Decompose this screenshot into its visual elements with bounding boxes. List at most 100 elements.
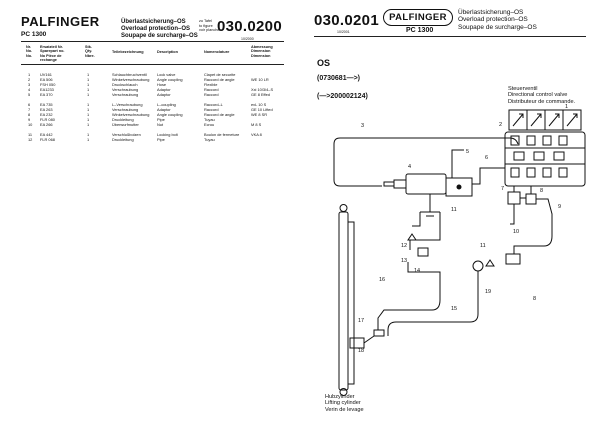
label-17: 17 xyxy=(358,318,364,324)
cell-fr: Ecrou xyxy=(204,121,215,127)
fitting-19 xyxy=(485,259,495,267)
cell-pos: 9 xyxy=(28,116,31,122)
cell-pos: 6 xyxy=(28,102,31,107)
cell-en: Adaptor xyxy=(157,106,171,112)
cell-qty: 1 xyxy=(87,111,90,117)
cell-fr: Tuyau xyxy=(204,136,215,142)
cell-pos: 3 xyxy=(28,81,31,87)
component-labels: 1 2 3 4 5 6 7 8 9 10 11 12 13 14 15 16 1… xyxy=(358,104,568,354)
cell-fr: Raccord–L xyxy=(204,102,223,107)
cell-part: EA 232 xyxy=(40,111,53,117)
brand-logo: PALFINGER xyxy=(21,14,100,29)
label-11b: 11 xyxy=(480,243,486,249)
cell-dim: WE 8 SR xyxy=(251,111,267,117)
cell-de: Winkelverschraubung xyxy=(112,111,150,117)
cell-en: Nut xyxy=(157,121,164,127)
label-4: 4 xyxy=(408,164,411,170)
cell-de: Verschraubung xyxy=(112,91,139,97)
coupling-7 xyxy=(507,186,537,205)
cell-qty: 1 xyxy=(87,106,90,112)
col-header-part: Ersatzteil Nr. Sparepart no. No Pièce de… xyxy=(40,45,65,62)
cell-en: Lock valve xyxy=(157,72,176,77)
label-7: 7 xyxy=(501,186,504,192)
document-date: 10/2000 xyxy=(241,37,254,41)
label-13: 13 xyxy=(401,258,407,264)
pipe-9 xyxy=(513,198,553,254)
cell-fr: Boulon de fermeture xyxy=(204,132,240,137)
figure-note: zu Tafel to figure voir planche xyxy=(199,19,220,33)
cell-qty: 1 xyxy=(87,121,90,127)
col-header-en: Description xyxy=(157,50,178,54)
label-3: 3 xyxy=(361,123,364,129)
lifting-cylinder-caption: Hubzylinder Lifting cylinder Verin de le… xyxy=(325,394,364,413)
line-10 xyxy=(510,204,515,225)
cell-pos: 5 xyxy=(28,91,31,97)
col-header-fr: Nomenclature xyxy=(204,50,230,54)
cell-en: Pipe xyxy=(157,116,165,122)
cell-dim: M 8 S xyxy=(251,121,262,127)
fitting-17 xyxy=(373,329,385,337)
cell-pos: 11 xyxy=(28,132,33,137)
cell-fr: Raccord de angle xyxy=(204,111,235,117)
fitting-13 xyxy=(417,247,429,257)
cell-pos: 2 xyxy=(28,76,31,82)
os-label: OS xyxy=(317,58,331,68)
cell-de: Überwurfmutter xyxy=(112,121,139,127)
cell-part: FSH 050 xyxy=(40,81,56,87)
label-18: 18 xyxy=(358,348,364,354)
label-8b: 8 xyxy=(533,296,536,302)
cell-en: Angle coupling xyxy=(157,76,183,82)
cell-qty: 1 xyxy=(87,136,90,142)
cell-part: FLR 080 xyxy=(40,116,55,122)
cell-dim: VKA 8 xyxy=(251,132,262,137)
model-label: PC 1300 xyxy=(406,27,434,34)
parts-list-page: PALFINGER PC 1300 Überlastsicherung–OS O… xyxy=(21,14,284,142)
divider xyxy=(314,36,586,37)
label-19: 19 xyxy=(485,289,491,295)
label-6: 6 xyxy=(485,155,488,161)
col-header-dim: Abmessung Dimension Dimension xyxy=(251,45,273,58)
cell-en: Hose xyxy=(157,81,167,87)
label-10: 10 xyxy=(513,229,519,235)
cell-fr: Raccord xyxy=(204,91,219,97)
cell-de: Verschraubung xyxy=(112,106,139,112)
cell-qty: 1 xyxy=(87,132,90,137)
cell-qty: 1 xyxy=(87,116,90,122)
label-12: 12 xyxy=(401,243,407,249)
cell-dim: WE 10 LR xyxy=(251,76,269,82)
cell-part: EA 442 xyxy=(40,132,53,137)
label-16: 16 xyxy=(379,277,385,283)
divider xyxy=(21,41,284,42)
document-number: 030.0200 xyxy=(217,18,282,35)
lifting-cylinder-drawing xyxy=(338,204,375,396)
document-number: 030.0201 xyxy=(314,12,379,29)
cell-fr: Tuyau xyxy=(204,116,215,122)
title-de: Überlastsicherung–OS xyxy=(121,19,186,25)
cell-fr: Raccord xyxy=(204,106,219,112)
label-15: 15 xyxy=(451,306,457,312)
cell-pos: 1 xyxy=(28,72,31,77)
cell-qty: 1 xyxy=(87,76,90,82)
cell-part: EA 735 xyxy=(40,102,53,107)
label-11: 11 xyxy=(451,207,457,213)
col-header-de: Teilebezeichnung xyxy=(112,50,144,54)
label-8: 8 xyxy=(540,188,543,194)
cell-en: Locking bolt xyxy=(157,132,178,137)
title-fr: Soupape de surcharge–OS xyxy=(121,33,198,39)
label-2: 2 xyxy=(499,122,502,128)
cell-part: EA 263 xyxy=(40,106,53,112)
label-9: 9 xyxy=(558,204,561,210)
cell-qty: 1 xyxy=(87,81,90,87)
cell-dim: Xxi 10/3/4–S xyxy=(251,86,274,92)
cell-part: EA 370 xyxy=(40,91,53,97)
serial-range-to: (—>200002124) xyxy=(317,93,368,100)
pipe-15 xyxy=(387,278,479,336)
label-1: 1 xyxy=(565,104,568,110)
title-en: Overload protection–OS xyxy=(458,16,528,24)
title-block: Überlastsicherung–OS Overload protection… xyxy=(458,9,537,31)
cell-part: EA 506 xyxy=(40,76,53,82)
title-fr: Soupape de surcharge–OS xyxy=(458,23,537,31)
label-14: 14 xyxy=(414,268,420,274)
hose-3 xyxy=(333,137,519,187)
cell-pos: 8 xyxy=(28,111,31,117)
